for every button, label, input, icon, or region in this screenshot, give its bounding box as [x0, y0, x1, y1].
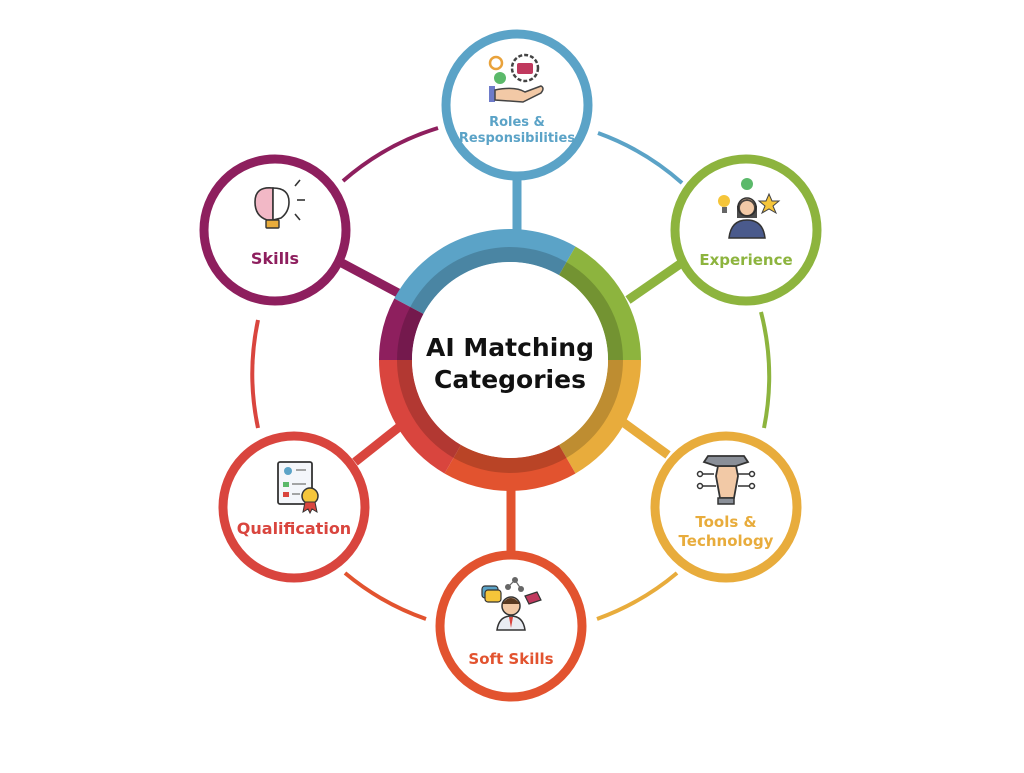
- arc-soft-qualification: [343, 571, 427, 621]
- donut-inner-shade-experience: [559, 262, 623, 360]
- wrench-fist-circuit-icon: [696, 455, 756, 505]
- arc-skills-roles: [341, 126, 439, 183]
- spoke-experience: [625, 258, 686, 304]
- brain-bulb-icon: [254, 179, 305, 229]
- person-chat-network-icon: [481, 577, 542, 631]
- donut-inner-shade-soft-skills: [453, 444, 567, 473]
- tools-label-line1: Tools &: [695, 513, 756, 531]
- spoke-skills: [337, 258, 403, 298]
- arc-tools-soft: [596, 571, 679, 621]
- donut-segment-experience: [559, 246, 641, 360]
- category-node-experience: Experience: [670, 154, 822, 306]
- center-title-line1: AI Matching: [426, 333, 594, 362]
- donut-segment-roles: [394, 229, 576, 314]
- donut-inner-shade-qualification: [397, 360, 461, 458]
- qualification-label-line1: Qualification: [237, 519, 351, 538]
- hand-gear-briefcase-icon: [488, 53, 544, 103]
- donut-segment-qualification: [379, 360, 461, 474]
- arc-experience-tools: [759, 311, 772, 429]
- arc-qualification-skills: [250, 319, 260, 429]
- donut-inner-shade-skills: [397, 306, 424, 360]
- experience-label-line1: Experience: [699, 251, 792, 269]
- arc-roles-experience: [597, 131, 684, 185]
- spoke-tools: [617, 416, 671, 459]
- category-node-qualification: Qualification: [218, 431, 370, 583]
- donut-segment-skills: [379, 298, 424, 360]
- skills-label-line1: Skills: [251, 249, 299, 268]
- donut-inner-shade-roles: [410, 247, 567, 314]
- certificate-badge-icon: [277, 461, 319, 515]
- roles-label-line2: Responsibilities: [459, 131, 575, 146]
- outer-ring-arcs: [250, 126, 772, 621]
- tools-label-line2: Technology: [679, 532, 774, 550]
- donut-inner-shade-tools: [559, 360, 623, 458]
- roles-label-line1: Roles &: [489, 115, 545, 130]
- donut-segment-tools: [559, 360, 641, 474]
- person-idea-star-icon: [718, 178, 781, 239]
- soft-skills-label-line1: Soft Skills: [468, 650, 553, 668]
- spokes: [337, 178, 686, 555]
- category-node-skills: Skills: [199, 154, 351, 306]
- category-node-soft-skills: Soft Skills: [435, 550, 587, 702]
- center-title-line2: Categories: [434, 365, 586, 394]
- spoke-qualification: [352, 420, 406, 466]
- center-hub: AI Matching Categories: [412, 262, 608, 458]
- category-node-tools: Tools & Technology: [650, 431, 802, 583]
- center-donut: [379, 229, 641, 491]
- category-node-roles: Roles & Responsibilities: [441, 29, 593, 181]
- donut-segment-soft-skills: [444, 444, 576, 491]
